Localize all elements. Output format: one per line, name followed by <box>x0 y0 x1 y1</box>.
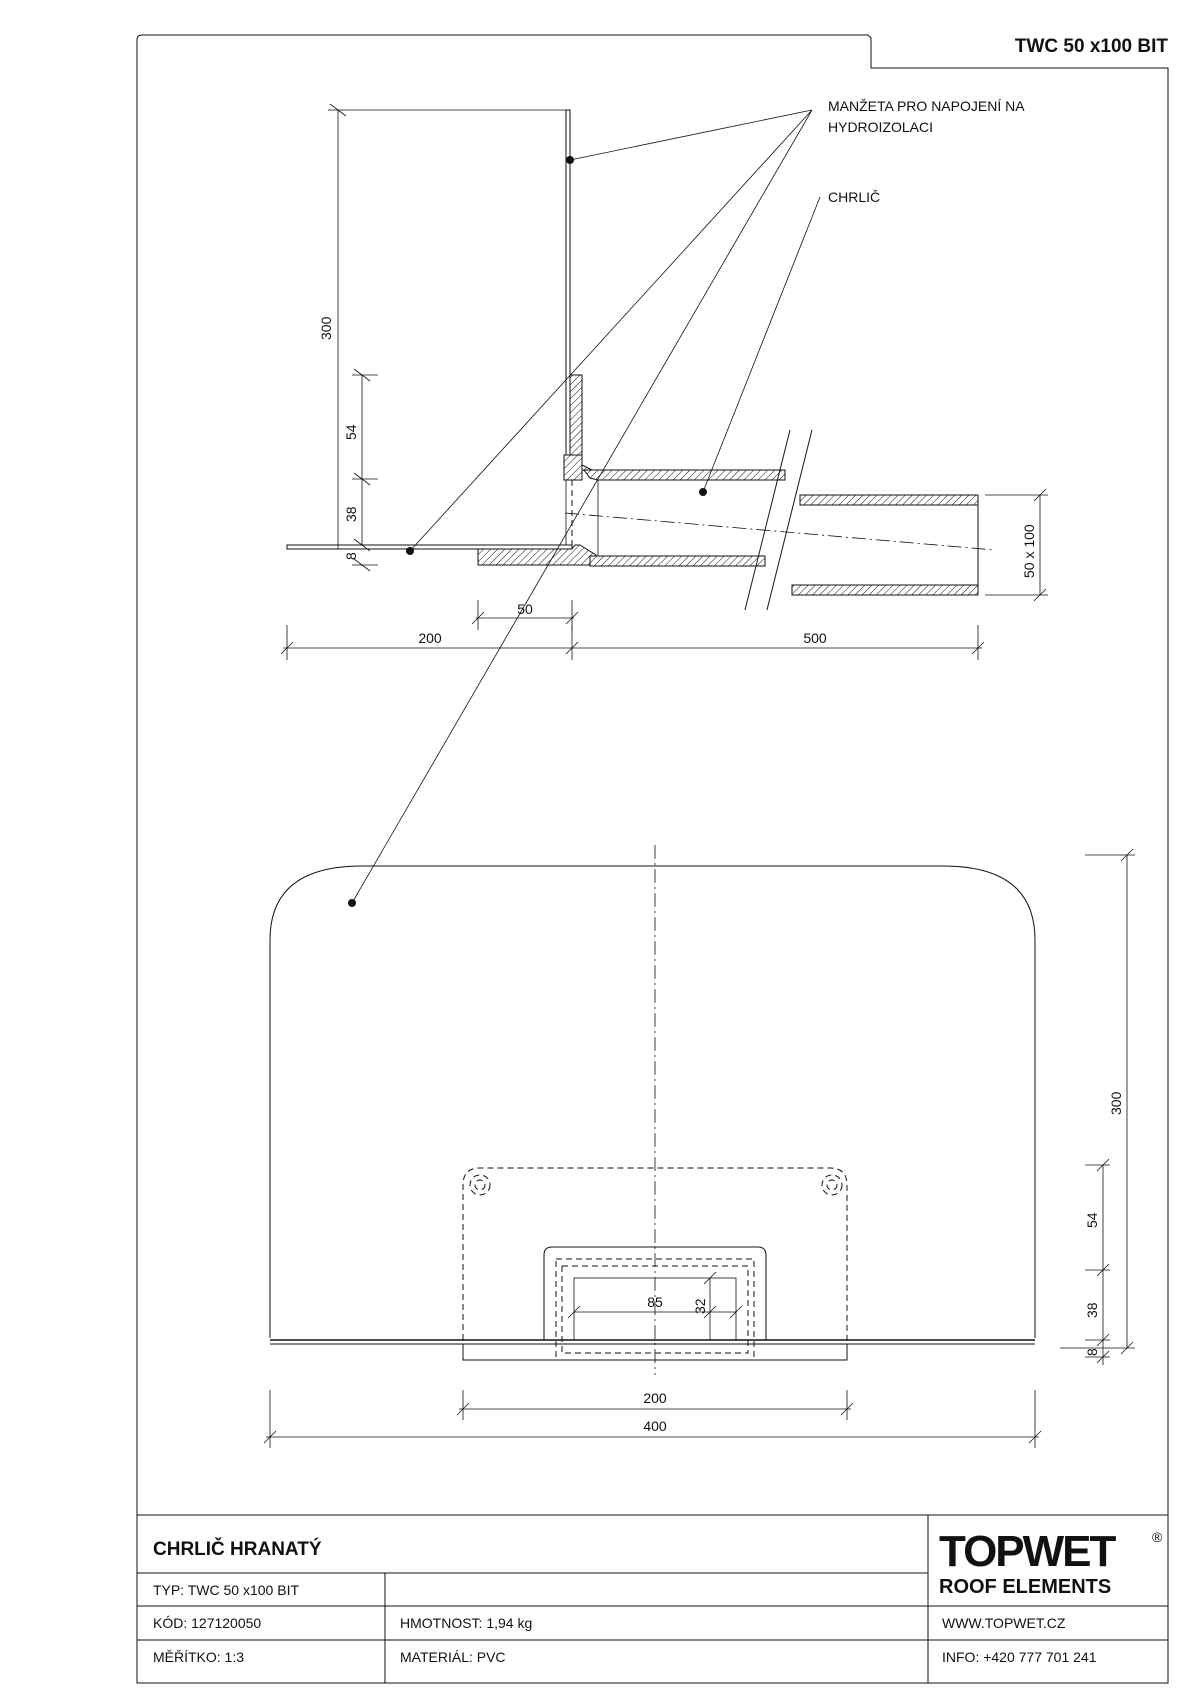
dim-plan-300: 300 <box>1108 1091 1124 1115</box>
cuff-stiffener <box>569 374 593 471</box>
dim-plan-38: 38 <box>1084 1302 1100 1318</box>
dim-section-54: 54 <box>343 424 359 440</box>
logo-registered: ® <box>1152 1529 1163 1545</box>
plan-hidden-flange <box>462 1167 848 1340</box>
title-block: CHRLIČ HRANATÝ TYP: TWC 50 x100 BIT KÓD:… <box>137 1514 1168 1683</box>
dim-plan-8: 8 <box>1084 1348 1100 1356</box>
title-block-title: CHRLIČ HRANATÝ <box>153 1538 322 1560</box>
section-view: MANŽETA PRO NAPOJENÍ NA HYDROIZOLACI CHR… <box>280 98 1048 904</box>
topwet-logo: TOPWET ® ROOF ELEMENTS <box>939 1527 1163 1598</box>
dim-pipe-size: 50 x 100 <box>1021 524 1037 578</box>
title-block-web: WWW.TOPWET.CZ <box>942 1615 1066 1631</box>
base-plate <box>477 544 597 566</box>
callout-spout: CHRLIČ <box>828 189 880 205</box>
drawing-code-label: TWC 50 x100 BIT <box>1015 36 1168 57</box>
dim-section-50: 50 <box>517 601 533 617</box>
callout-cuff-line2: HYDROIZOLACI <box>828 119 933 135</box>
dim-plan-200: 200 <box>643 1390 667 1406</box>
dim-section-38: 38 <box>343 506 359 522</box>
dim-section-300: 300 <box>318 316 334 340</box>
break-line <box>744 429 791 611</box>
logo-sub: ROOF ELEMENTS <box>939 1576 1111 1598</box>
sheet-frame <box>136 34 1169 1684</box>
dim-plan-32: 32 <box>692 1298 708 1314</box>
callout-cuff-line1: MANŽETA PRO NAPOJENÍ NA <box>828 98 1025 114</box>
title-block-typ: TYP: TWC 50 x100 BIT <box>153 1582 299 1598</box>
title-block-material: MATERIÁL: PVC <box>400 1649 506 1665</box>
title-block-meritko: MĚŘÍTKO: 1:3 <box>153 1649 244 1665</box>
title-block-kod: KÓD: 127120050 <box>153 1615 261 1631</box>
plan-membrane-outline <box>269 865 1036 1338</box>
plan-view: 85 32 200 400 300 54 38 <box>263 845 1135 1448</box>
dim-section-200: 200 <box>418 630 442 646</box>
dim-plan-400: 400 <box>643 1418 667 1434</box>
spout-lower-wall <box>589 555 766 567</box>
roof-membrane <box>286 544 573 550</box>
logo-main: TOPWET <box>939 1527 1117 1576</box>
dim-section-8: 8 <box>343 552 359 560</box>
dim-section-500: 500 <box>803 630 827 646</box>
dim-plan-54: 54 <box>1084 1212 1100 1228</box>
title-block-hmotnost: HMOTNOST: 1,94 kg <box>400 1615 532 1631</box>
spout-upper-wall <box>583 469 786 481</box>
title-block-info: INFO: +420 777 701 241 <box>942 1649 1097 1665</box>
dim-plan-85: 85 <box>647 1294 663 1310</box>
